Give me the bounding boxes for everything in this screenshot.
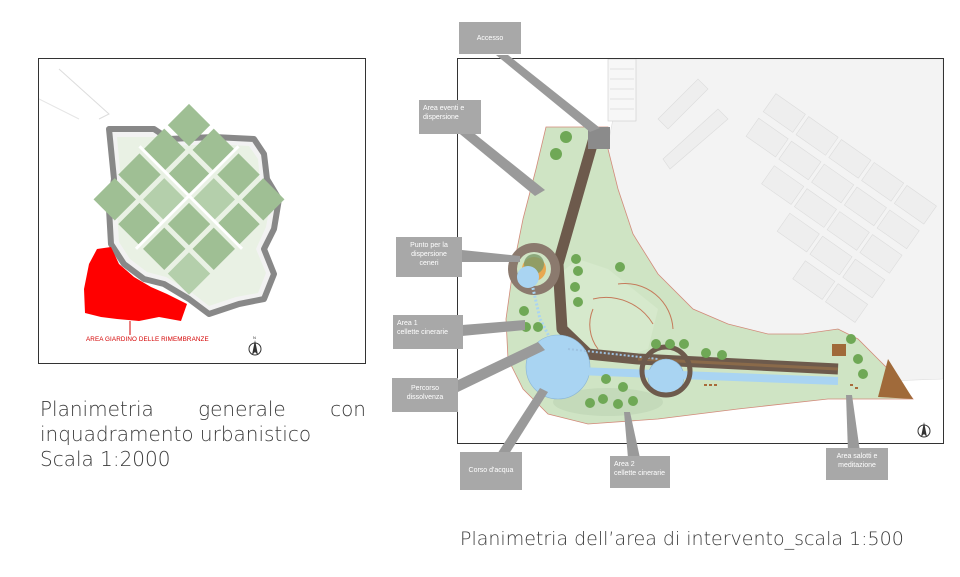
detail-plan-map bbox=[505, 59, 943, 438]
label-punto-line3: ceneri bbox=[419, 260, 439, 267]
caption-word-3: con bbox=[330, 397, 366, 421]
label-area-2: Area 2 cellette cinerarie bbox=[610, 456, 670, 488]
access-steps bbox=[607, 59, 637, 122]
label-percorso-line1: Percorso bbox=[410, 385, 439, 392]
label-area2-line2: cellette cinerarie bbox=[614, 470, 665, 477]
trees bbox=[519, 131, 868, 409]
detail-plan-caption: Planimetria dell’area di intervento_scal… bbox=[460, 528, 904, 550]
label-area2-line1: Area 2 bbox=[614, 461, 635, 468]
label-area-eventi-line1: Area eventi e bbox=[423, 105, 465, 112]
general-plan-map: N bbox=[39, 68, 285, 356]
label-percorso-dissolvenza: Percorso dissolvenza bbox=[392, 378, 458, 412]
label-area1-line1: Area 1 bbox=[397, 320, 418, 327]
label-area-salotti: Area salotti e meditazione bbox=[826, 448, 888, 480]
caption-word-2: generale bbox=[198, 397, 286, 421]
label-corso-text: Corso d'acqua bbox=[468, 467, 514, 474]
label-area-eventi: Area eventi e dispersione bbox=[419, 100, 481, 134]
label-accesso: Accesso bbox=[459, 22, 521, 54]
cellette-markers bbox=[704, 384, 858, 389]
label-area-eventi-line2: dispersione bbox=[423, 114, 459, 121]
north-arrow-icon: N bbox=[248, 335, 262, 356]
label-area-1: Area 1 cellette cinerarie bbox=[393, 315, 463, 349]
label-punto-dispersione: Punto per la dispersione ceneri bbox=[396, 237, 462, 277]
detail-plan-frame bbox=[457, 58, 944, 444]
label-percorso-line2: dissolvenza bbox=[406, 394, 444, 401]
red-area-giardino bbox=[84, 247, 187, 321]
label-salotti-line2: meditazione bbox=[838, 462, 876, 469]
label-corso-acqua: Corso d'acqua bbox=[460, 452, 522, 490]
caption-word-1: Planimetria bbox=[40, 397, 154, 421]
general-plan-frame: N AREA GIARDINO DELLE RIMEMBRANZE bbox=[38, 58, 366, 364]
meditation-area-triangle bbox=[878, 359, 913, 399]
label-punto-line2: dispersione bbox=[411, 251, 447, 258]
area-giardino-label: AREA GIARDINO DELLE RIMEMBRANZE bbox=[86, 336, 209, 343]
general-plan-caption: Planimetria generale con inquadramento u… bbox=[40, 397, 366, 472]
caption-line-2: inquadramento urbanistico bbox=[40, 422, 312, 446]
label-salotti-line1: Area salotti e bbox=[836, 453, 878, 460]
label-punto-line1: Punto per la bbox=[410, 242, 448, 249]
svg-text:N: N bbox=[253, 335, 256, 340]
caption-line-3: Scala 1:2000 bbox=[40, 447, 171, 471]
north-arrow-icon bbox=[917, 422, 931, 438]
label-accesso-text: Accesso bbox=[476, 35, 504, 42]
access-square bbox=[588, 127, 610, 149]
label-area1-line2: cellette cinerarie bbox=[397, 329, 448, 336]
garden-arcs bbox=[589, 282, 674, 350]
meditation-pavilion bbox=[832, 344, 846, 356]
